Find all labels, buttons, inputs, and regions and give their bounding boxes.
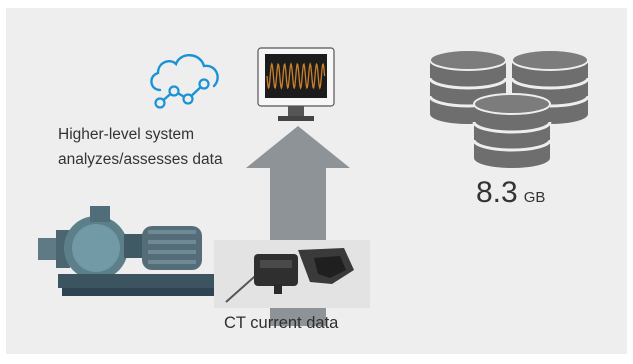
waveform-monitor-icon	[257, 47, 335, 121]
higher-level-system-line2: analyzes/assesses data	[58, 151, 223, 168]
higher-level-system-line1: Higher-level system	[58, 126, 195, 143]
pump-motor-image	[38, 206, 218, 296]
storage-value: 8.3	[476, 176, 518, 209]
higher-level-system-label: Higher-level system analyzes/assesses da…	[58, 122, 268, 172]
ct-current-data-label: CT current data	[224, 314, 339, 332]
ct-clamp-icon	[225, 248, 354, 303]
diagram-panel: Higher-level system analyzes/assesses da…	[6, 8, 627, 354]
ct-sensor-image	[214, 240, 370, 308]
storage-unit: GB	[523, 189, 546, 206]
cloud-analytics-icon	[150, 54, 219, 109]
database-cylinders-icon	[428, 49, 590, 168]
storage-size: 8.3 GB	[476, 176, 545, 210]
